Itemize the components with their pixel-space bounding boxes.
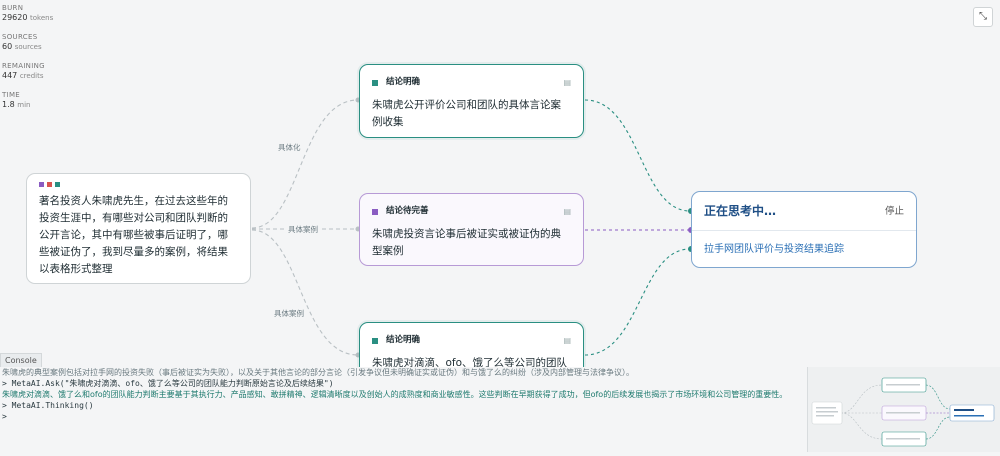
console-output[interactable]: 朱啸虎的典型案例包括对拉手网的投资失败（事后被证实为失败），以及关于其他言论的部…: [0, 367, 805, 452]
edge-label-top: 具体化: [276, 142, 303, 153]
stat-time: TIME 1.8 min: [2, 91, 53, 110]
edge-label-bot: 具体案例: [272, 308, 306, 319]
minimap-source: [811, 401, 843, 425]
console-line: 朱啸虎对滴滴、饿了么和ofo的团队能力判断主要基于其执行力、产品感知、敢拼精神、…: [2, 390, 788, 399]
console-tab[interactable]: Console: [0, 353, 42, 368]
status-square-icon: [372, 79, 378, 86]
edge-bot-to-thinking: [584, 248, 691, 356]
subquestion-node-mid[interactable]: 结论待完善 ▤ 朱啸虎投资言论事后被证实或被证伪的典型案例: [359, 193, 584, 266]
node-status: 结论明确: [386, 335, 421, 345]
stat-value: 447: [2, 71, 18, 80]
node-text: 朱啸虎投资言论事后被证实或被证伪的典型案例: [372, 228, 561, 257]
source-question-text: 著名投资人朱啸虎先生，在过去这些年的投资生涯中，有哪些对公司和团队判断的公开言论…: [39, 195, 228, 275]
minimap[interactable]: [807, 367, 1000, 452]
minimap-graph: [811, 377, 995, 447]
document-icon[interactable]: ▤: [563, 78, 571, 87]
collapse-icon[interactable]: ⤡: [973, 7, 993, 27]
minimap-thinking: [949, 404, 995, 422]
node-text: 朱啸虎公开评价公司和团队的具体言论案例收集: [372, 99, 561, 128]
stat-remaining: REMAINING 447 credits: [2, 62, 53, 81]
stat-value: 60: [2, 42, 13, 51]
dot-teal: [55, 182, 60, 187]
dot-red: [47, 182, 52, 187]
console-line: > MetaAI.Thinking(): [2, 401, 94, 410]
stat-value: 1.8: [2, 100, 15, 109]
source-dots: [39, 182, 238, 187]
stat-value: 29620: [2, 13, 28, 22]
edge-source-to-bot: [251, 229, 359, 356]
stat-unit: min: [17, 101, 31, 109]
subquestion-node-top[interactable]: 结论明确 ▤ 朱啸虎公开评价公司和团队的具体言论案例收集: [359, 64, 584, 138]
edge-label-mid: 具体案例: [286, 224, 320, 235]
stat-unit: tokens: [30, 14, 54, 22]
document-icon[interactable]: ▤: [563, 207, 571, 216]
edge-top-to-thinking: [584, 99, 691, 212]
stat-label: REMAINING: [2, 62, 45, 70]
thinking-source-link[interactable]: 拉手网团队评价与投资结果追踪: [704, 244, 844, 255]
stat-label: SOURCES: [2, 33, 38, 41]
stats-panel: BURN 29620 tokens SOURCES 60 sources REM…: [2, 4, 53, 120]
node-status: 结论明确: [386, 77, 421, 87]
node-status: 结论待完善: [386, 206, 429, 216]
stat-unit: sources: [14, 43, 42, 51]
stop-button[interactable]: 停止: [884, 205, 904, 217]
stat-sources: SOURCES 60 sources: [2, 33, 53, 52]
document-icon[interactable]: ▤: [563, 336, 571, 345]
stat-unit: credits: [19, 72, 44, 80]
console-line: 朱啸虎的典型案例包括对拉手网的投资失败（事后被证实为失败），以及关于其他言论的部…: [2, 368, 634, 377]
status-square-icon: [372, 337, 378, 344]
console-line: > MetaAI.Ask("朱啸虎对滴滴、ofo、饿了么等公司的团队能力判断原始…: [2, 379, 334, 388]
thinking-title: 正在思考中…: [704, 203, 777, 218]
status-square-icon: [372, 208, 378, 215]
stat-label: TIME: [2, 91, 21, 99]
dot-purple: [39, 182, 44, 187]
stat-label: BURN: [2, 4, 24, 12]
source-question-node[interactable]: 著名投资人朱啸虎先生，在过去这些年的投资生涯中，有哪些对公司和团队判断的公开言论…: [26, 173, 251, 284]
console-prompt[interactable]: >: [2, 412, 7, 421]
stat-burn: BURN 29620 tokens: [2, 4, 53, 23]
edge-source-to-top: [251, 99, 359, 229]
thinking-node[interactable]: 正在思考中… 停止 拉手网团队评价与投资结果追踪: [691, 191, 917, 268]
